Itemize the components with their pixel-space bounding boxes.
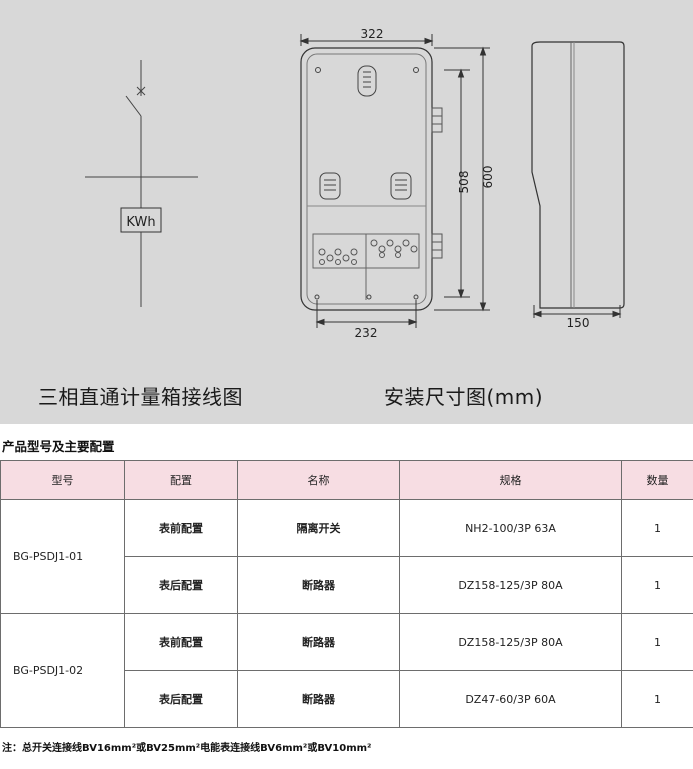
hinge-bottom [431,233,443,259]
config-cell: 表前配置 [124,499,238,557]
arrowhead [408,318,418,326]
switch-blade [125,95,142,117]
name-cell: 隔离开关 [237,499,400,557]
side-view [531,41,625,309]
qty-cell: 1 [621,613,693,671]
table-row: BG-PSDJ1-02 表前配置 断路器 DZ158-125/3P 80A 1 [0,613,693,728]
section-title: 产品型号及主要配置 [2,439,115,454]
config-cell: 表后配置 [124,670,238,728]
screw [413,294,419,300]
switch-cross-b [136,86,146,96]
arrowhead [315,318,325,326]
meter-label: KWh [126,215,155,230]
meter-window-left [319,172,341,200]
config-cell: 表前配置 [124,613,238,671]
arrowhead [479,46,487,56]
name-cell: 断路器 [237,613,400,671]
arrowhead [532,310,542,318]
name-cell: 断路器 [237,556,400,614]
spec-cell: DZ158-125/3P 80A [399,613,622,671]
dimension-lines [299,34,622,328]
arrowhead [424,37,434,45]
front-view [300,47,443,311]
header-qty: 数量 [621,460,693,500]
table-row: 表后配置 断路器 DZ158-125/3P 80A 1 [1,556,693,614]
top-window [357,65,377,97]
spec-cell: DZ47-60/3P 60A [399,670,622,728]
spec-cell: NH2-100/3P 63A [399,499,622,557]
table-header-row: 型号 配置 名称 规格 数量 [0,460,693,500]
dim-width-top-label: 322 [361,27,384,41]
footnote: 注：总开关连接线BV16mm²或BV25mm²电能表连接线BV6mm²或BV10… [2,743,372,754]
table-row: BG-PSDJ1-01 表前配置 隔离开关 NH2-100/3P 63A 1 [0,499,693,614]
side-outline [531,41,625,309]
dim-height-inner-label: 508 [457,171,471,194]
screw [315,67,321,73]
box-outer [300,47,433,311]
arrowhead [457,289,465,299]
header-config: 配置 [124,460,238,500]
terminal-holes [318,239,418,265]
qty-cell: 1 [621,556,693,614]
meter-window-right [390,172,412,200]
dim-depth-label: 150 [567,316,590,330]
qty-cell: 1 [621,670,693,728]
header-spec: 规格 [399,460,622,500]
spec-table: 型号 配置 名称 规格 数量 BG-PSDJ1-01 表前配置 隔离开关 NH2… [0,460,693,728]
arrowhead [479,302,487,312]
screw [314,294,320,300]
name-cell: 断路器 [237,670,400,728]
box-inner [306,53,427,305]
dim-height-outer-label: 600 [481,166,495,189]
header-model: 型号 [0,460,125,500]
diagram-panel: KWh [0,0,693,424]
qty-cell: 1 [621,499,693,557]
wiring-diagram: KWh [85,60,198,307]
model-cell: BG-PSDJ1-02 [0,613,125,728]
header-name: 名称 [237,460,400,500]
diagram-svg: KWh [85,27,625,340]
config-cell: 表后配置 [124,556,238,614]
screw [413,67,419,73]
spec-cell: DZ158-125/3P 80A [399,556,622,614]
caption-dimensions: 安装尺寸图(mm) [384,385,544,409]
dimension-labels: 322 508 600 232 150 [355,27,590,340]
hinge-top [431,107,443,133]
table-row: 表后配置 断路器 DZ47-60/3P 60A 1 [1,670,693,728]
model-cell: BG-PSDJ1-01 [0,499,125,614]
arrowhead [612,310,622,318]
dim-width-bottom-label: 232 [355,326,378,340]
arrowhead [299,37,309,45]
caption-wiring: 三相直通计量箱接线图 [38,385,243,409]
screw [366,294,372,300]
arrowhead [457,68,465,78]
